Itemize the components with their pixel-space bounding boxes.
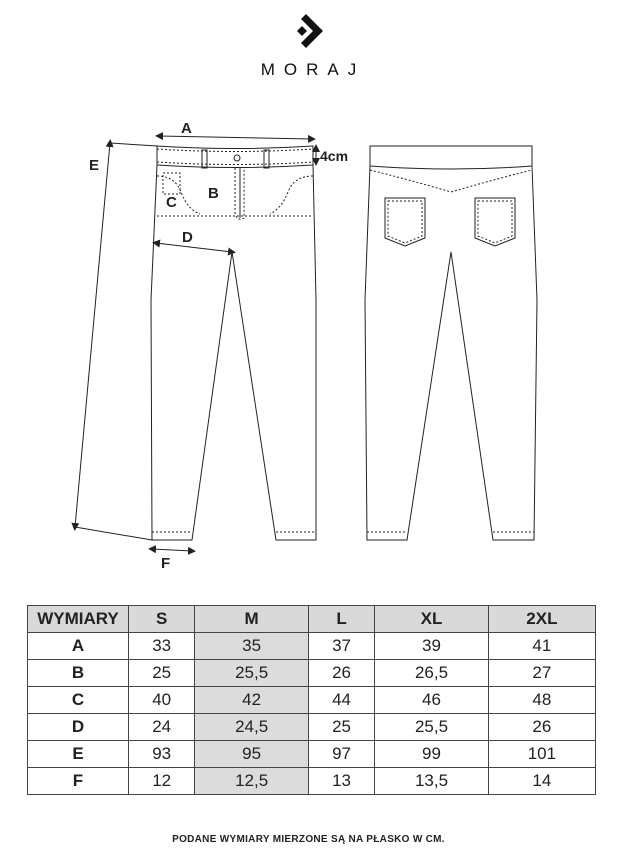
table-cell: 25,5 [374, 713, 489, 741]
label-waistband: 4cm [320, 148, 348, 164]
measure-d-line [152, 239, 236, 256]
back-pocket-left [384, 197, 426, 247]
table-cell: 44 [307, 686, 376, 714]
measure-a-line [155, 132, 316, 143]
label-c: C [166, 194, 177, 211]
brand-name: MORAJ [260, 60, 366, 79]
table-cell: 13 [307, 767, 376, 795]
button-icon [233, 154, 241, 162]
header-cell: M [194, 605, 309, 633]
table-cell: 24 [127, 713, 196, 741]
table-cell: 27 [487, 659, 597, 687]
table-row: A 33 35 37 39 41 [27, 632, 597, 660]
table-row: B 25 25,5 26 26,5 27 [27, 659, 597, 687]
table-row: D 24 24,5 25 25,5 26 [27, 713, 597, 741]
table-cell: 25,5 [194, 659, 309, 687]
table-cell: 14 [487, 767, 597, 795]
measurement-note: PODANE WYMIARY MIERZONE SĄ NA PŁASKO W C… [172, 834, 445, 845]
table-cell: 37 [307, 632, 376, 660]
measure-f-line [148, 545, 196, 555]
table-cell: 26 [307, 659, 376, 687]
table-cell: 35 [194, 632, 309, 660]
back-pocket-right [474, 197, 516, 247]
label-f: F [161, 555, 170, 572]
logo-mark-icon [296, 14, 323, 48]
table-cell: 97 [307, 740, 376, 768]
table-cell: 42 [194, 686, 309, 714]
table-cell: 39 [374, 632, 489, 660]
header-cell: WYMIARY [27, 605, 129, 633]
row-label: F [27, 767, 129, 795]
table-cell: 12,5 [194, 767, 309, 795]
table-row: C 40 42 44 46 48 [27, 686, 597, 714]
header-cell: XL [374, 605, 489, 633]
table-cell: 26 [487, 713, 597, 741]
table-cell: 101 [487, 740, 597, 768]
back-waistband [369, 145, 533, 170]
label-d: D [182, 229, 193, 246]
row-label: C [27, 686, 129, 714]
table-cell: 24,5 [194, 713, 309, 741]
belt-loop [263, 149, 270, 169]
table-cell: 41 [487, 632, 597, 660]
back-view [364, 145, 538, 541]
table-header-row: WYMIARY S M L XL 2XL [27, 605, 597, 633]
table-cell: 25 [127, 659, 196, 687]
table-cell: 99 [374, 740, 489, 768]
back-legs-outline [364, 165, 538, 541]
table-cell: 26,5 [374, 659, 489, 687]
row-label: A [27, 632, 129, 660]
jeans-measurement-diagram: A B C D E F 4cm [71, 120, 538, 572]
front-legs-outline [150, 164, 317, 541]
header-cell: L [307, 605, 376, 633]
size-table: WYMIARY S M L XL 2XL A 33 35 37 39 41 B … [27, 605, 597, 795]
header-cell: S [127, 605, 196, 633]
table-cell: 46 [374, 686, 489, 714]
table-cell: 13,5 [374, 767, 489, 795]
row-label: B [27, 659, 129, 687]
brand-logo [0, 10, 617, 50]
table-cell: 25 [307, 713, 376, 741]
row-label: D [27, 713, 129, 741]
belt-loop [201, 149, 208, 169]
label-a: A [181, 120, 192, 137]
header-cell: 2XL [487, 605, 597, 633]
measure-e-line [71, 139, 114, 531]
table-cell: 12 [127, 767, 196, 795]
table-cell: 93 [127, 740, 196, 768]
table-cell: 33 [127, 632, 196, 660]
table-row: E 93 95 97 99 101 [27, 740, 597, 768]
table-cell: 40 [127, 686, 196, 714]
table-cell: 95 [194, 740, 309, 768]
front-waistband [156, 145, 314, 168]
row-label: E [27, 740, 129, 768]
table-cell: 48 [487, 686, 597, 714]
table-row: F 12 12,5 13 13,5 14 [27, 767, 597, 795]
label-b: B [208, 185, 219, 202]
label-e: E [89, 157, 99, 174]
